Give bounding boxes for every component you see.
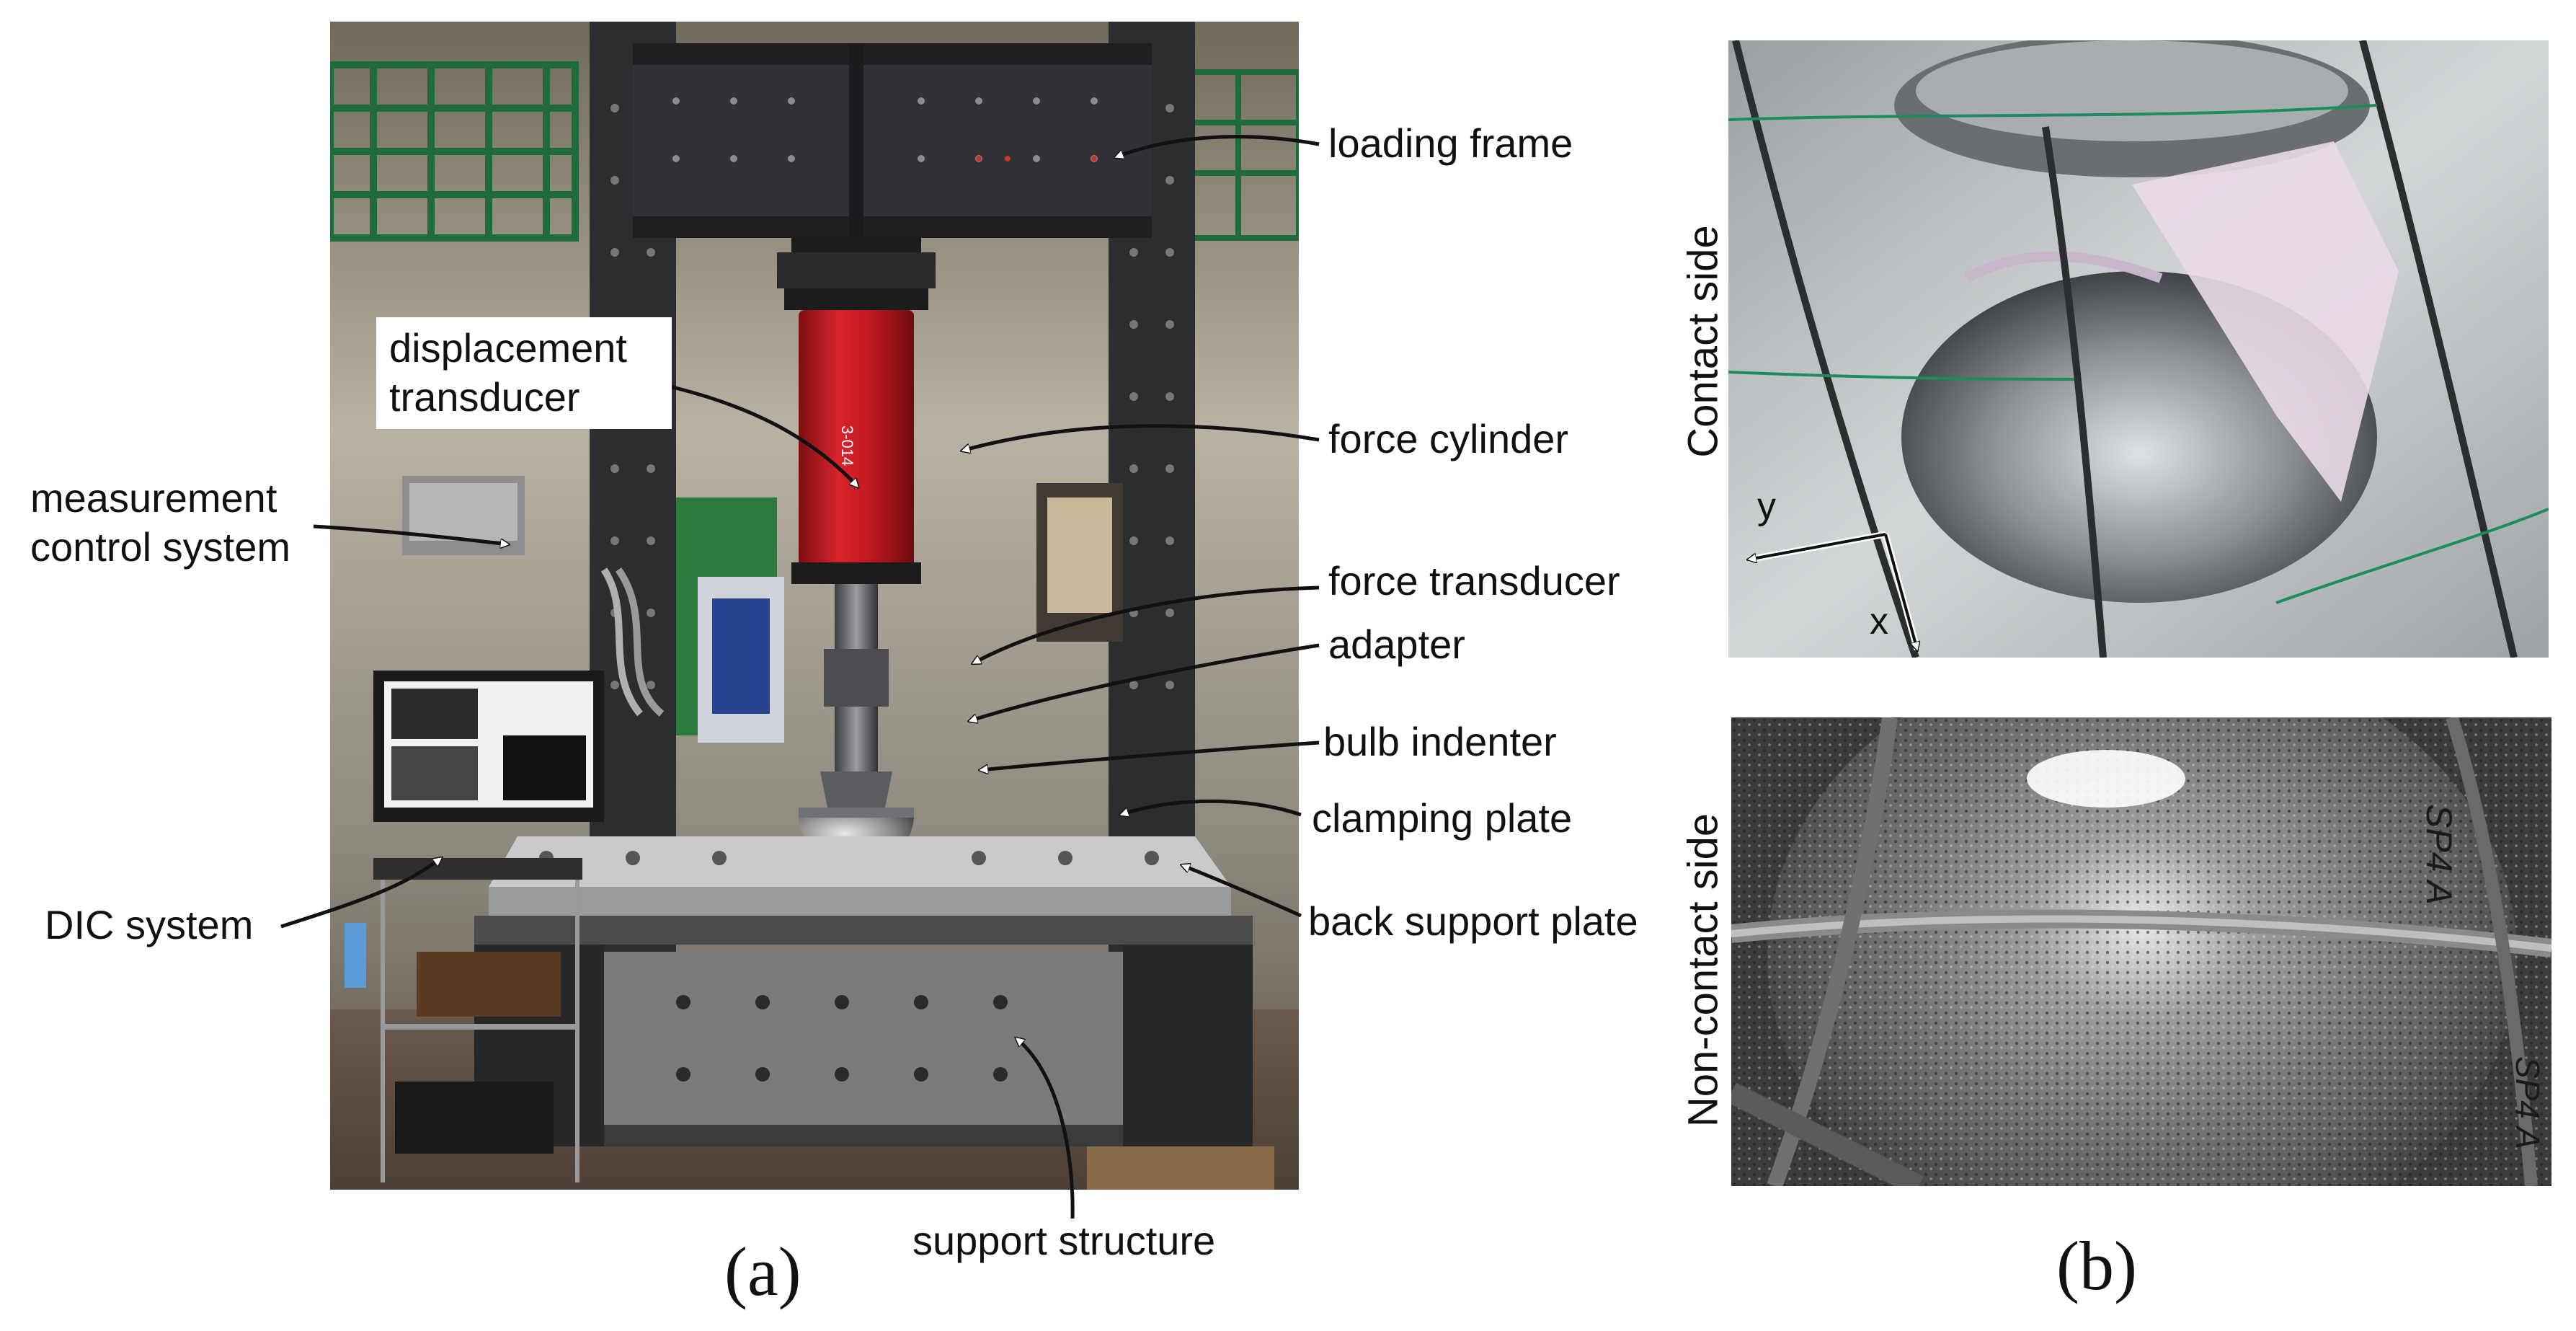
label-contact-side: Contact side	[1679, 225, 1727, 458]
contact-side-photo: y x	[1728, 40, 2549, 658]
specimen-marking-1: SP4 A	[2419, 804, 2459, 905]
label-adapter: adapter	[1328, 622, 1465, 667]
axis-label-y: y	[1757, 485, 1776, 527]
specimen-marking-2: SP4 A	[2509, 1056, 2546, 1149]
displacement-transducer-label-box	[376, 317, 672, 429]
leader-force-cylinder	[962, 424, 1320, 451]
leader-back-support-plate	[1182, 865, 1302, 918]
label-displacement-transducer-line2: transducer	[389, 374, 580, 420]
label-back-support-plate: back support plate	[1308, 898, 1638, 944]
non-contact-side-photo: SP4 A SP4 A	[1731, 717, 2551, 1186]
test-rig-photo: 3-014	[330, 22, 1299, 1190]
leader-force-transducer	[973, 585, 1320, 663]
label-clamping-plate: clamping plate	[1312, 795, 1573, 841]
label-force-transducer: force transducer	[1328, 558, 1620, 603]
leader-support-structure	[1016, 1038, 1075, 1219]
leader-displacement-transducer	[666, 384, 858, 487]
caption-b: (b)	[2056, 1227, 2137, 1304]
leader-adapter	[969, 643, 1320, 721]
test-rig-illustration: 3-014	[330, 22, 1299, 1190]
label-non-contact-side: Non-contact side	[1679, 813, 1727, 1128]
leader-measurement-control	[313, 524, 508, 544]
label-force-cylinder: force cylinder	[1328, 416, 1569, 461]
label-displacement-transducer-line1: displacement	[389, 325, 627, 371]
label-bulb-indenter: bulb indenter	[1323, 719, 1557, 764]
axis-label-x: x	[1870, 601, 1888, 642]
label-measurement-control-line2: control system	[30, 524, 290, 570]
label-dic-system: DIC system	[45, 902, 254, 947]
label-measurement-control-line1: measurement	[30, 475, 277, 521]
label-loading-frame: loading frame	[1328, 120, 1573, 166]
leader-dic-system	[280, 858, 441, 929]
leader-bulb-indenter	[980, 740, 1320, 770]
leader-loading-frame	[1116, 135, 1320, 157]
cylinder-marking: 3-014	[838, 425, 856, 466]
caption-a: (a)	[724, 1233, 801, 1310]
label-support-structure: support structure	[912, 1218, 1216, 1263]
leader-clamping-plate	[1121, 799, 1302, 815]
